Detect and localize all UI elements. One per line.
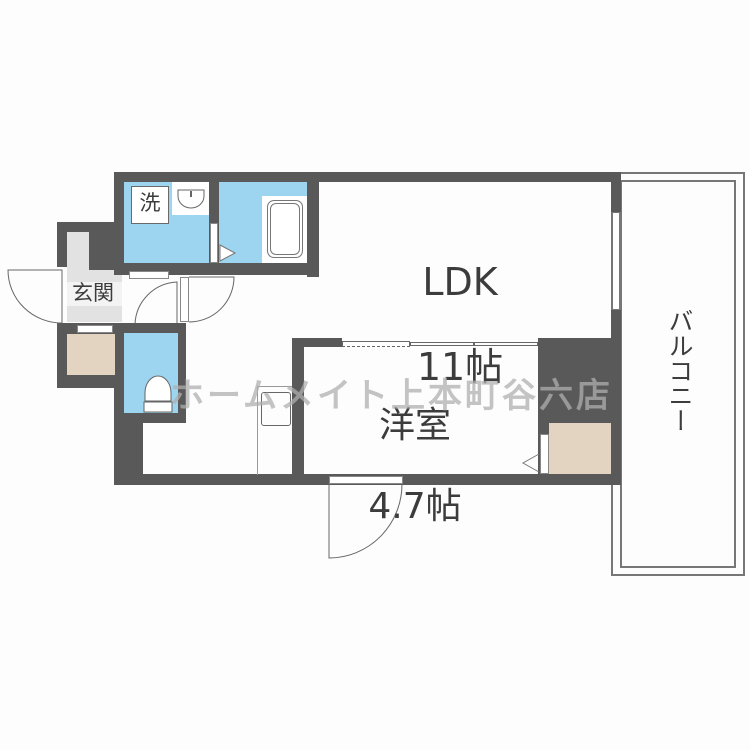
western-wall-left (292, 338, 304, 485)
western-door-icon (328, 483, 403, 559)
wall-right-upper (611, 172, 621, 212)
entrance-wall-bottom (57, 375, 124, 388)
western-sliding-door-2 (410, 342, 474, 346)
ldk-label: LDK 11帖 (395, 218, 525, 431)
balcony-inner-rail (620, 180, 736, 568)
wall-top (114, 172, 621, 182)
watermark: ホームメイト上本町谷六店 (170, 376, 613, 416)
balcony-label: バルコニー (665, 308, 694, 433)
entrance-wall-left-lower (57, 323, 67, 388)
entrance-wall-left-upper (57, 222, 67, 267)
western-door-opening (329, 476, 403, 484)
wall-left-upper (114, 172, 124, 262)
western-sliding-door-1 (342, 341, 410, 347)
wall-bath-ldk (307, 172, 319, 277)
ldk-window (612, 212, 620, 310)
western-closet (549, 423, 611, 474)
toilet-icon (143, 375, 173, 413)
closet-door (540, 434, 549, 474)
bathtub-inner (270, 203, 300, 255)
ldk-door-icon (188, 276, 235, 323)
entrance-closet-door (77, 325, 113, 333)
washroom-label: 洗 (139, 191, 161, 215)
entrance-door-icon (7, 269, 63, 324)
washer-space (131, 186, 169, 224)
entrance-label: 玄関 (63, 281, 123, 306)
western-room-name: 洋室 (378, 405, 451, 447)
western-wall-top-left (292, 338, 342, 347)
ldk-door (180, 277, 189, 322)
western-room-label: 洋室 4.7帖 (350, 366, 480, 568)
western-sliding-door-3 (474, 342, 538, 346)
fridge-space (257, 386, 294, 475)
toilet-wall-top (114, 323, 186, 333)
sliding-door-arrow-icon (219, 244, 237, 262)
fridge-icon (261, 392, 291, 426)
wall-hall-right (176, 323, 186, 423)
toilet-door-icon (134, 281, 178, 325)
western-room-size: 4.7帖 (368, 485, 462, 527)
ldk-name: LDK (422, 259, 498, 304)
closet-door-arrow-icon (521, 453, 540, 473)
bathtub-basin (267, 200, 303, 258)
ldk-size: 11帖 (416, 344, 504, 389)
shoe-closet (67, 334, 115, 375)
toilet-wall-bottom (124, 413, 186, 423)
entrance-wall-mid (89, 222, 124, 270)
sink-icon (177, 189, 205, 209)
washroom-door (129, 271, 169, 279)
bath-door (210, 223, 218, 263)
